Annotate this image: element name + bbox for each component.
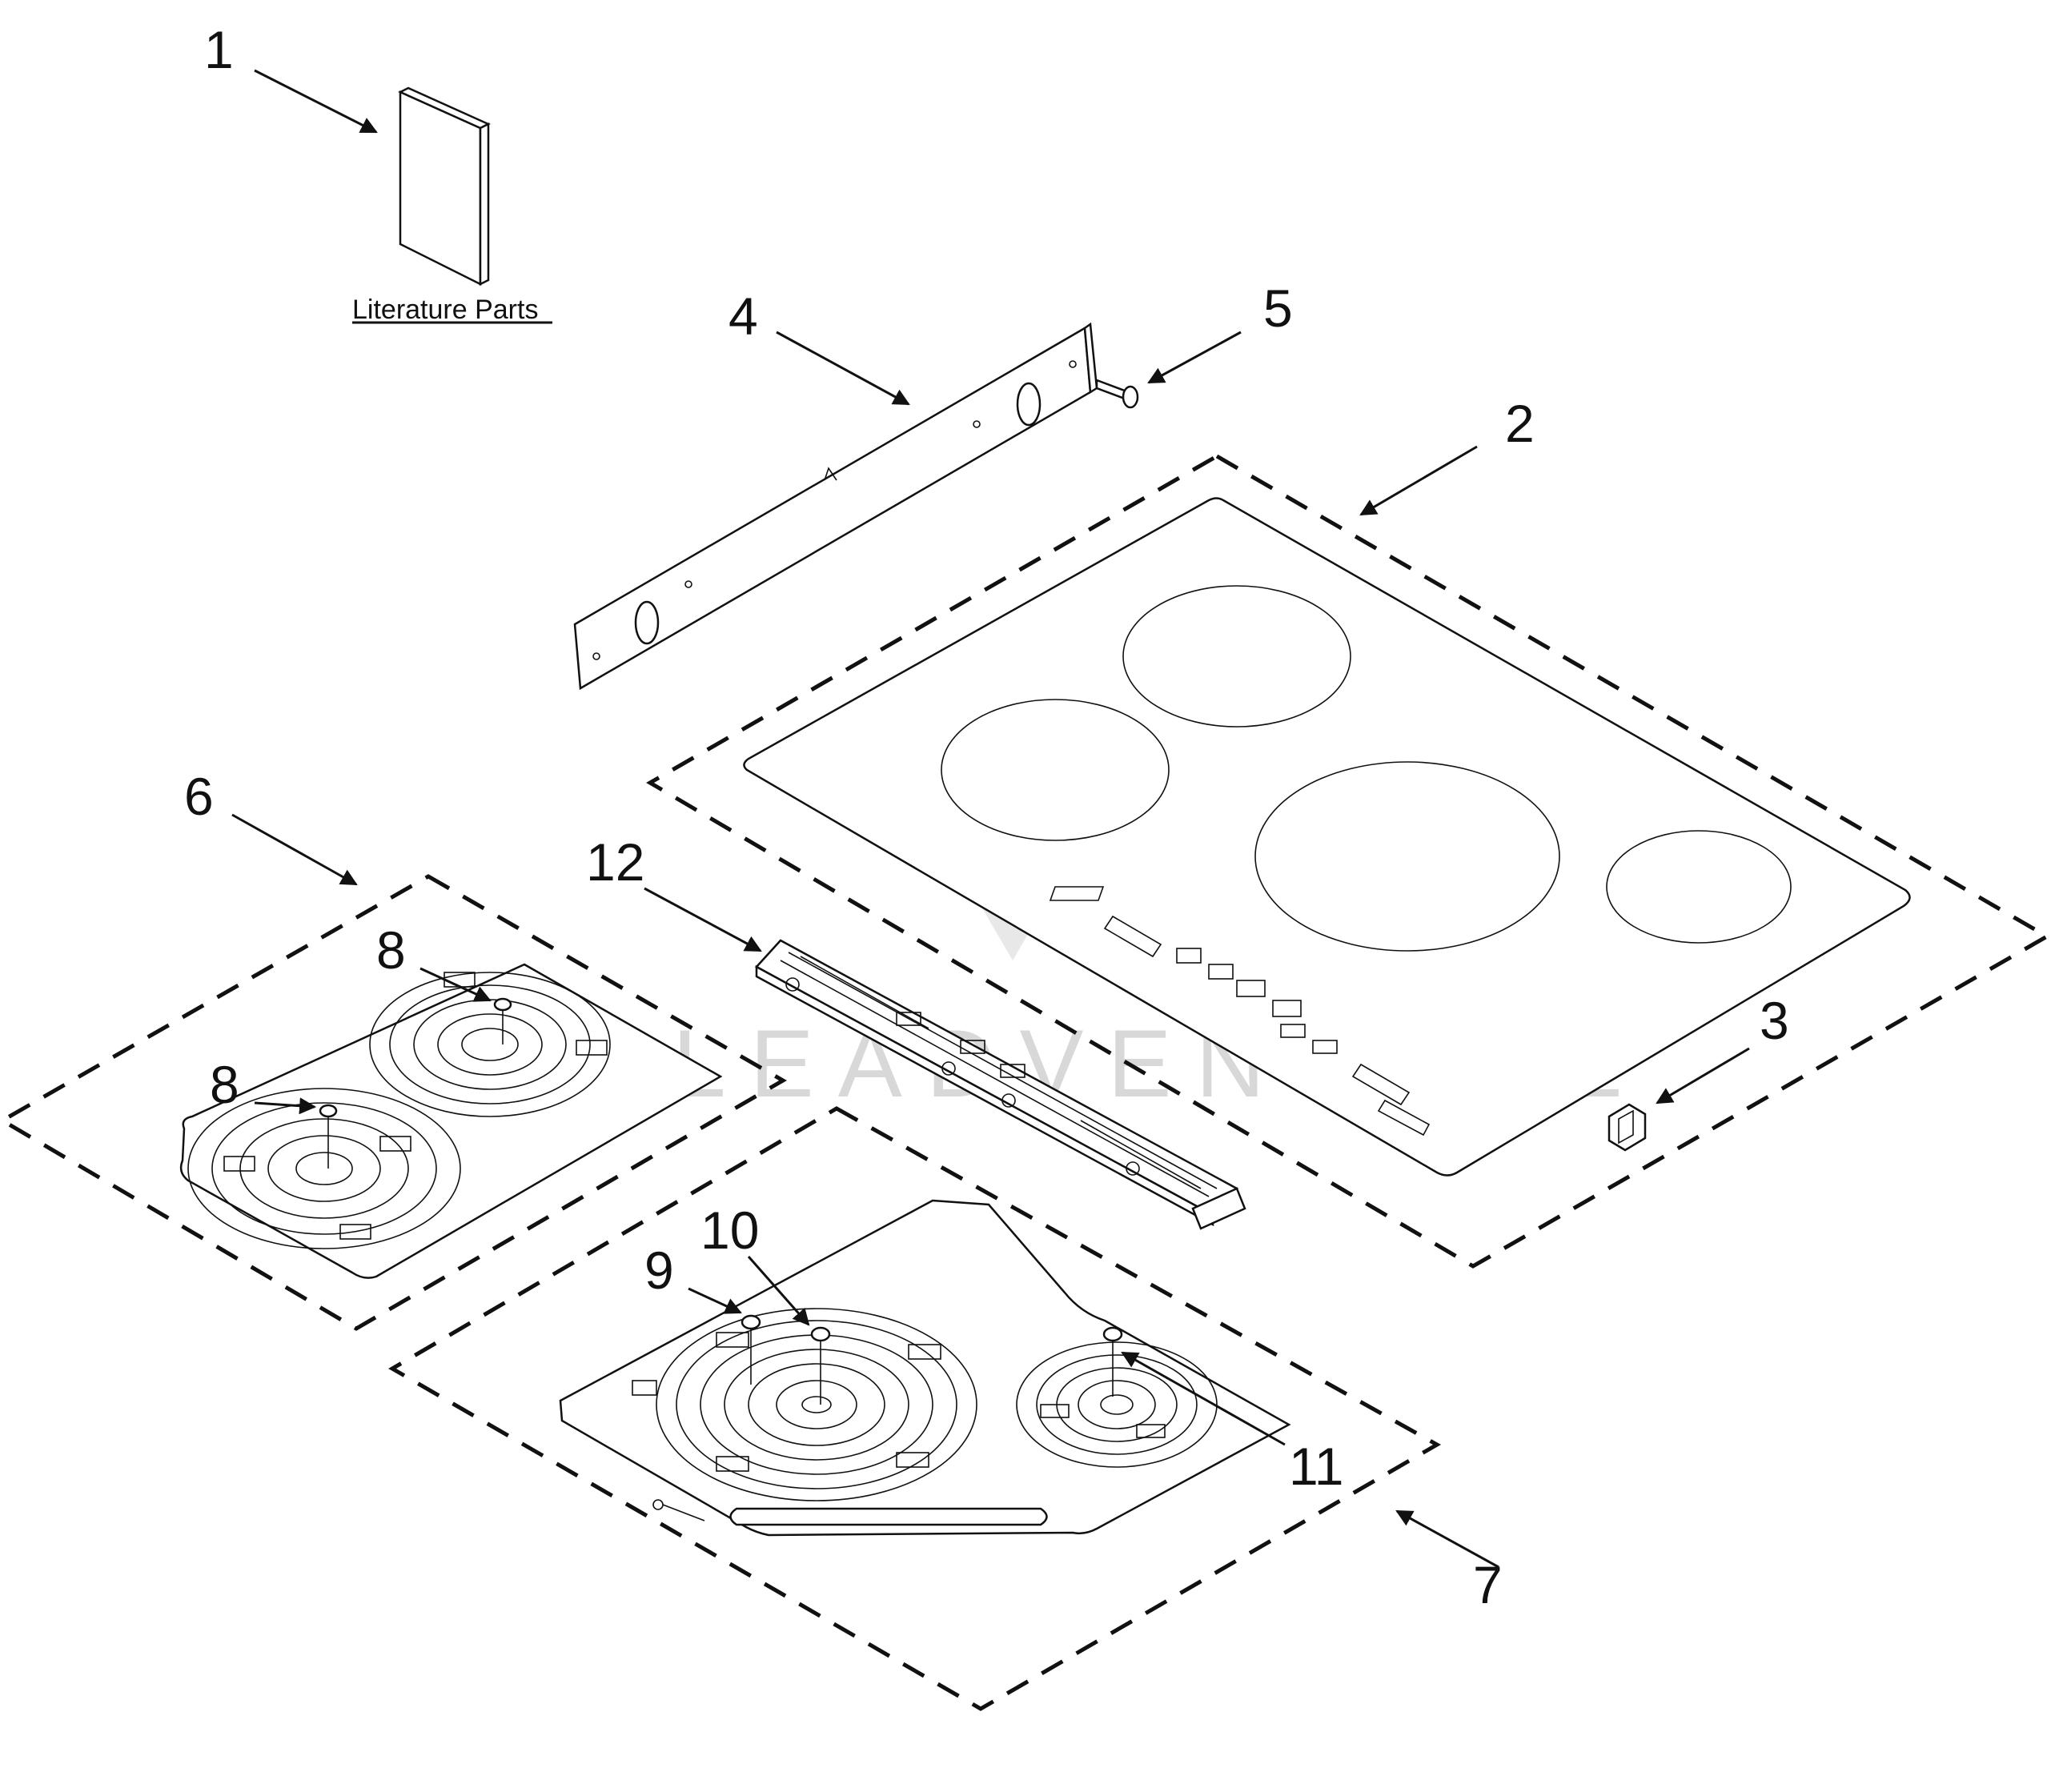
callout-4: 4 — [728, 287, 758, 346]
callout-10: 10 — [700, 1201, 759, 1260]
assembly-outline-7 — [388, 1106, 1442, 1711]
element-coil-large — [656, 1308, 977, 1501]
callout-6: 6 — [184, 767, 214, 826]
leader-6 — [231, 813, 358, 886]
callout-12: 12 — [586, 832, 644, 892]
assembly-outline-2 — [646, 454, 2052, 1269]
glass-cooktop — [743, 497, 1911, 1177]
screw — [1095, 379, 1139, 409]
burner-ring-right — [1606, 830, 1792, 944]
leader-7 — [1395, 1509, 1499, 1569]
leader-8-lower — [254, 1097, 317, 1115]
literature-parts-booklet: Literature Parts — [352, 86, 552, 325]
callout-9: 9 — [644, 1241, 674, 1300]
leader-11 — [1121, 1351, 1286, 1446]
callout-1: 1 — [204, 20, 234, 79]
leader-2 — [1359, 445, 1478, 516]
callout-7: 7 — [1473, 1555, 1503, 1614]
right-element-assembly — [559, 1199, 1291, 1537]
leader-1 — [254, 69, 378, 134]
burner-ring-left — [941, 699, 1170, 841]
callout-8-lower: 8 — [210, 1055, 239, 1114]
leader-3 — [1656, 1047, 1750, 1104]
callout-3: 3 — [1760, 991, 1789, 1050]
leader-9 — [688, 1287, 742, 1314]
leader-5 — [1147, 331, 1242, 384]
literature-parts-label: Literature Parts — [352, 295, 538, 325]
cooktop-clip — [1607, 1103, 1647, 1152]
leader-12 — [644, 887, 762, 952]
assembly-outline-6 — [0, 874, 787, 1331]
element-coil-back — [369, 972, 611, 1117]
element-coil-front — [187, 1088, 461, 1249]
leader-8-upper — [419, 967, 492, 1002]
control-board — [755, 939, 1246, 1230]
burner-ring-back-center — [1122, 585, 1351, 728]
leader-4 — [776, 331, 910, 406]
callout-2: 2 — [1505, 394, 1535, 453]
callout-11: 11 — [1289, 1437, 1344, 1496]
element-coil-small — [1016, 1341, 1218, 1468]
burner-ring-front-large — [1254, 761, 1560, 952]
left-element-assembly — [179, 963, 723, 1279]
leader-10 — [747, 1256, 810, 1326]
callout-5: 5 — [1263, 279, 1293, 338]
callout-8-upper: 8 — [376, 920, 406, 980]
